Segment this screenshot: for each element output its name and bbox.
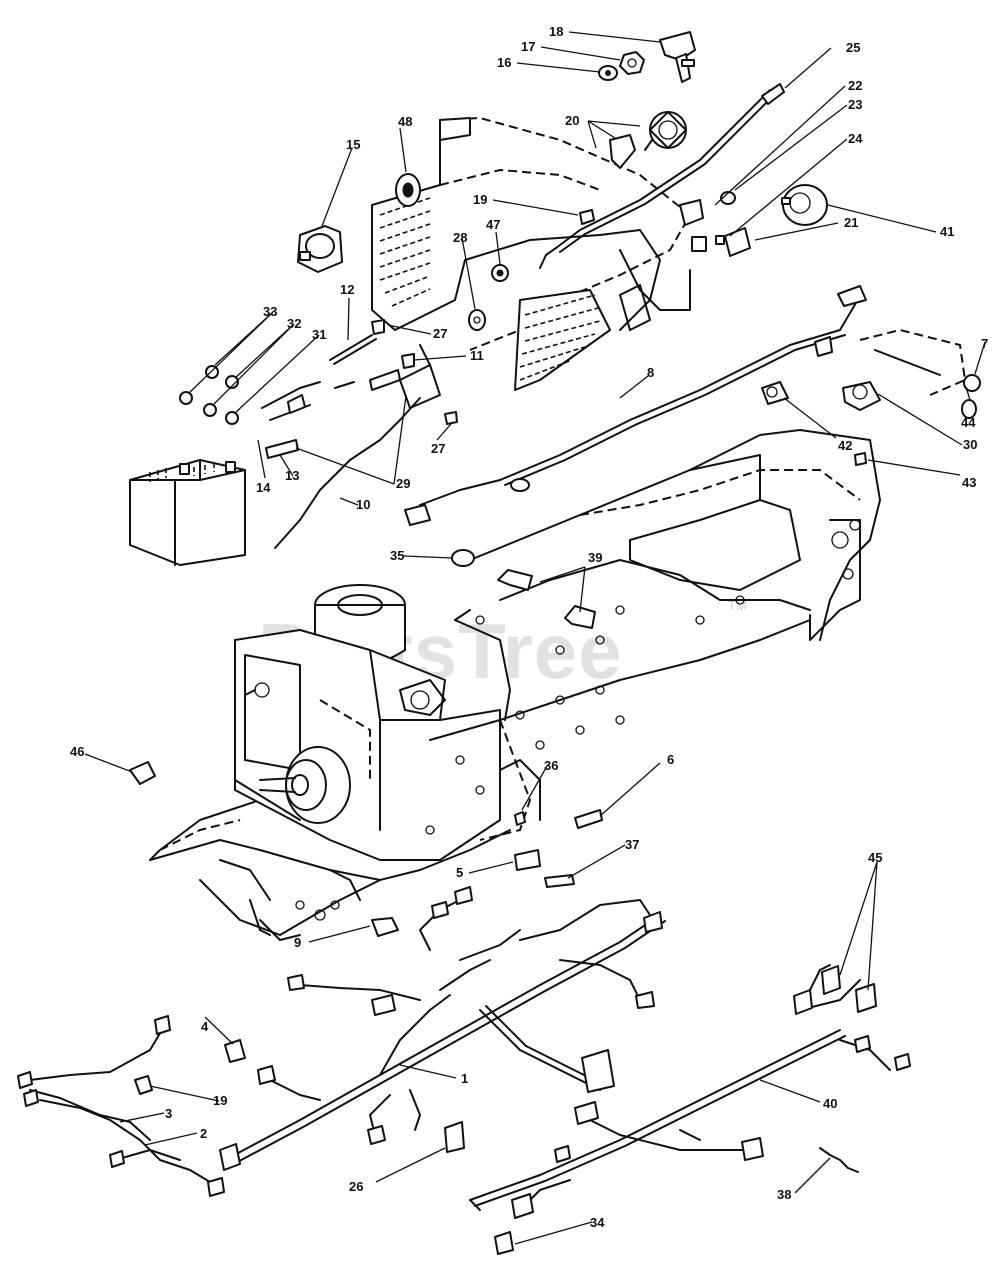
callout-18: 18	[549, 24, 563, 39]
callout-25: 25	[846, 40, 860, 55]
callout-22: 22	[848, 78, 862, 93]
callout-20: 20	[565, 113, 579, 128]
callout-8: 8	[647, 365, 654, 380]
callout-48: 48	[398, 114, 412, 129]
battery	[129, 459, 246, 566]
callout-labels: 1 2 3 4 5 6 7 8 9 10 11 12 13 14 15 16 1…	[70, 24, 988, 1230]
callout-28: 28	[453, 230, 467, 245]
leader-lines	[84, 31, 986, 1245]
callout-27-upper: 27	[433, 326, 447, 341]
callout-29-a: 29	[396, 476, 410, 491]
callout-36: 36	[544, 758, 558, 773]
small-parts	[129, 31, 981, 937]
callout-47: 47	[486, 217, 500, 232]
callout-41: 41	[940, 224, 954, 239]
callout-17: 17	[521, 39, 535, 54]
wiring-harness-1	[219, 886, 666, 1171]
callout-33: 33	[263, 304, 277, 319]
callout-42: 42	[838, 438, 852, 453]
callout-34: 34	[590, 1215, 605, 1230]
callout-2: 2	[200, 1126, 207, 1141]
callout-27-lower: 27	[431, 441, 445, 456]
engine	[234, 584, 501, 861]
callout-24: 24	[848, 131, 863, 146]
callout-12: 12	[340, 282, 354, 297]
bottom-small-parts	[134, 1039, 859, 1255]
callout-13: 13	[285, 468, 299, 483]
callout-45: 45	[868, 850, 882, 865]
callout-46: 46	[70, 744, 84, 759]
callout-44: 44	[961, 415, 976, 430]
callout-15: 15	[346, 137, 360, 152]
dash-panel	[371, 116, 692, 391]
callout-43: 43	[962, 475, 976, 490]
callout-23: 23	[848, 97, 862, 112]
callout-35: 35	[390, 548, 404, 563]
callout-37: 37	[625, 837, 639, 852]
callout-30: 30	[963, 437, 977, 452]
callout-6: 6	[667, 752, 674, 767]
callout-21: 21	[844, 215, 858, 230]
callout-40: 40	[823, 1096, 837, 1111]
watermark-trademark: TM	[728, 598, 747, 613]
callout-38: 38	[777, 1187, 791, 1202]
callout-4: 4	[201, 1019, 209, 1034]
callout-3: 3	[165, 1106, 172, 1121]
callout-19-lower: 19	[213, 1093, 227, 1108]
callout-11: 11	[470, 348, 484, 363]
callout-10: 10	[356, 497, 370, 512]
callout-16: 16	[497, 55, 511, 70]
callout-32: 32	[287, 316, 301, 331]
callout-19-upper: 19	[473, 192, 487, 207]
callout-1: 1	[461, 1071, 468, 1086]
wiring-harness-2-3	[17, 1015, 225, 1197]
callout-26: 26	[349, 1179, 363, 1194]
callout-9: 9	[294, 935, 301, 950]
callout-5: 5	[456, 865, 463, 880]
wiring-harness-40	[469, 964, 911, 1219]
callout-7: 7	[981, 336, 988, 351]
callout-39: 39	[588, 550, 602, 565]
callout-31: 31	[312, 327, 326, 342]
callout-14: 14	[256, 480, 271, 495]
